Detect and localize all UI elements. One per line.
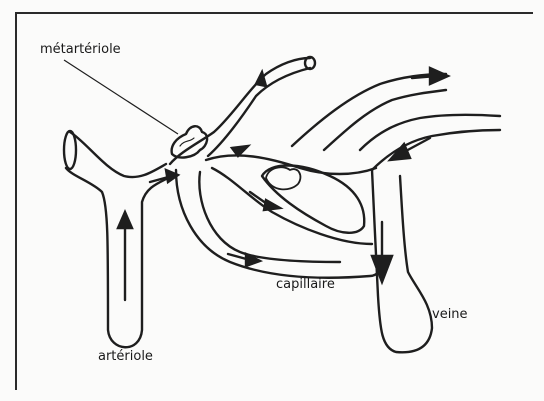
arrow-inner-icon [250,192,280,210]
cell-blob [266,167,300,189]
venule-upper [292,74,446,146]
arteriole-vessel [66,168,168,347]
sphincter [172,126,207,157]
label-capillaire: capillaire [276,277,335,292]
arrow-left-icon [390,138,430,160]
label-veine: veine [432,307,468,322]
arteriole-opening [64,131,76,169]
label-arteriole: artériole [98,349,153,364]
metarteriole-pointer [64,60,178,134]
label-metarteriole: métartériole [40,42,121,57]
capillary-loop [176,170,382,278]
arrow-up-icon [118,212,132,300]
